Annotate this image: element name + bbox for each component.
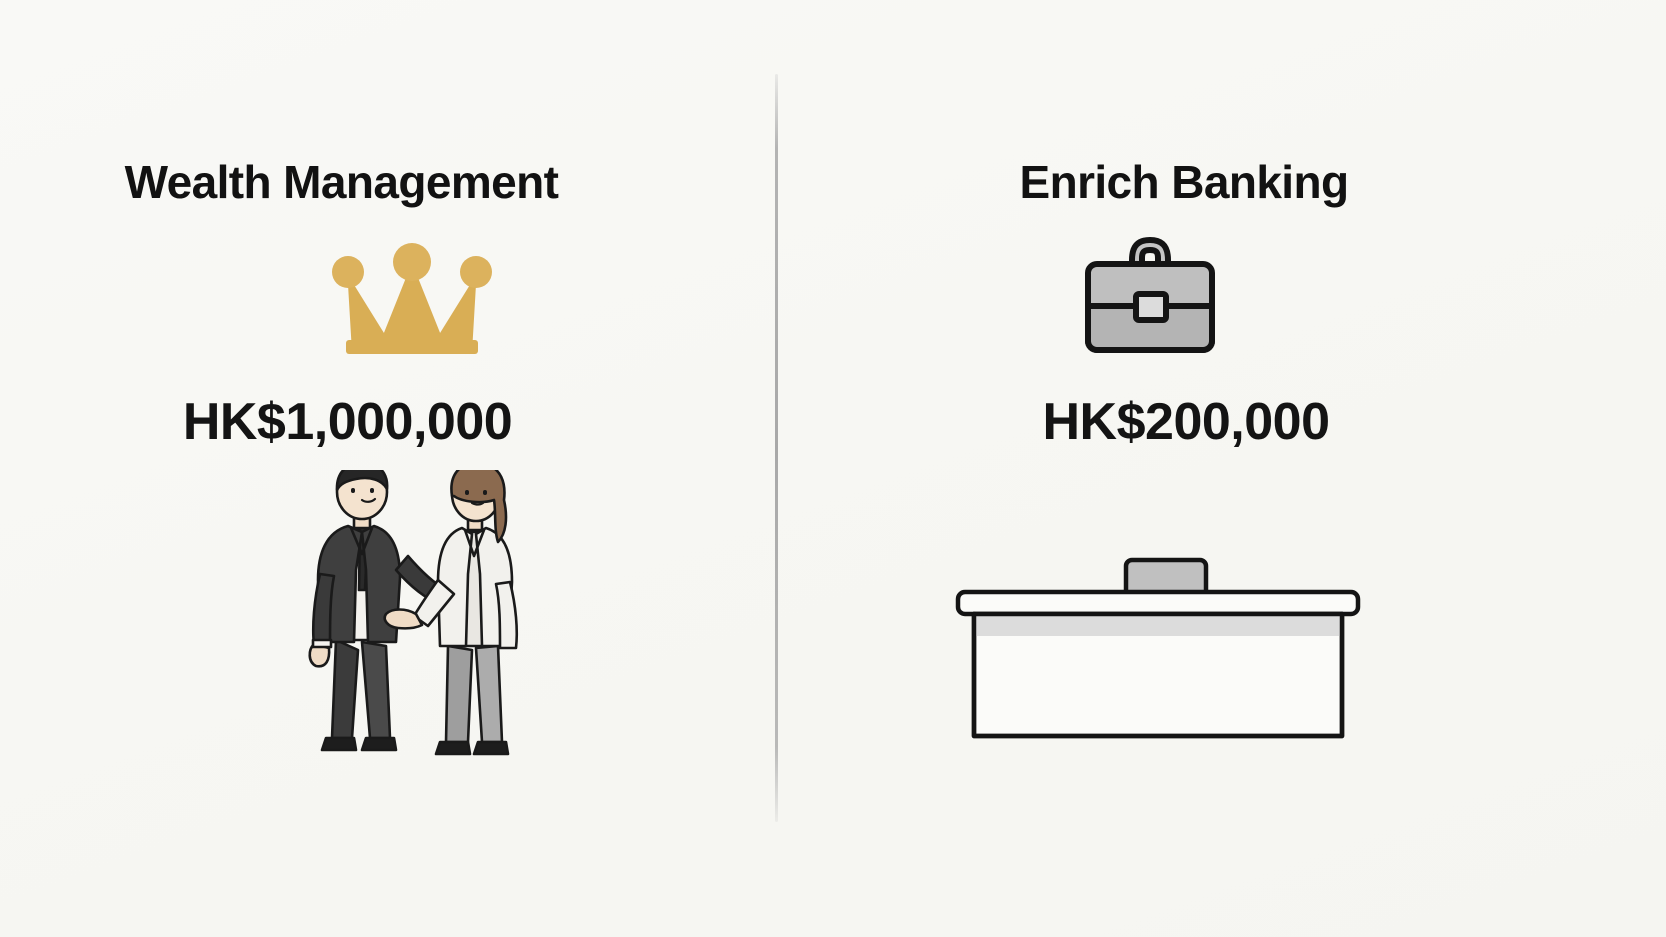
panel-title-enrich-banking: Enrich Banking	[1019, 156, 1350, 208]
crown-icon	[322, 240, 502, 365]
amount-wealth-management: HK$1,000,000	[182, 393, 513, 451]
amount-enrich-banking: HK$200,000	[1042, 393, 1331, 451]
panel-enrich-banking: Enrich Banking HK$200,000	[778, 0, 1666, 937]
briefcase-icon	[1080, 232, 1220, 362]
two-people-talking-icon	[296, 470, 536, 770]
vertical-divider	[775, 74, 778, 822]
panel-title-wealth-management: Wealth Management	[124, 156, 559, 208]
bank-counter-icon	[948, 540, 1368, 760]
panel-wealth-management: Wealth Management HK$1,000,000	[0, 0, 775, 937]
